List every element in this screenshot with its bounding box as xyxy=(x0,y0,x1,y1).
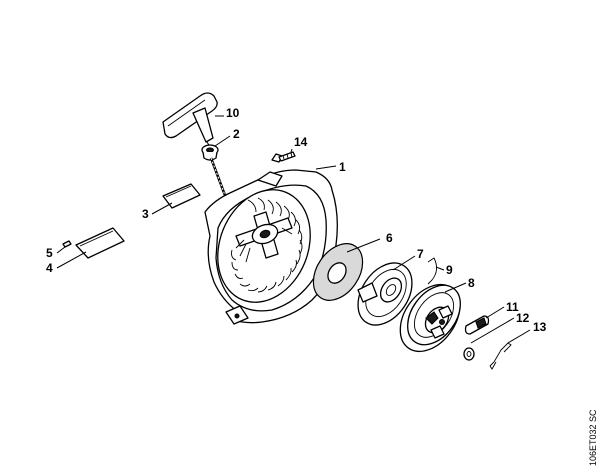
spring-clip-13 xyxy=(489,342,512,370)
spring-housing-7 xyxy=(357,262,413,326)
callout-3: 3 xyxy=(142,207,149,221)
callout-8: 8 xyxy=(468,276,475,290)
washer-12 xyxy=(463,347,475,361)
callout-14: 14 xyxy=(294,135,308,149)
fan-housing xyxy=(204,169,338,325)
callout-7: 7 xyxy=(417,247,424,261)
callout-1: 1 xyxy=(339,160,346,174)
callout-10: 10 xyxy=(226,106,240,120)
rope-guide-bush xyxy=(201,144,219,161)
screw-14 xyxy=(271,151,296,163)
plate-3 xyxy=(162,183,201,209)
rope-rotor-8 xyxy=(399,284,461,352)
callout-13: 13 xyxy=(533,320,547,334)
callout-2: 2 xyxy=(233,127,240,141)
cover-disc-6 xyxy=(312,243,364,301)
drawing-code: 106ET032 SC xyxy=(588,409,598,466)
callout-5: 5 xyxy=(46,246,53,260)
callout-11: 11 xyxy=(506,300,519,314)
callout-numbers: 10 2 14 1 3 5 4 6 7 9 8 11 12 13 xyxy=(46,106,547,334)
pawl-11 xyxy=(464,315,490,335)
pin-5 xyxy=(62,240,72,248)
leader-lines xyxy=(56,115,531,344)
starter-grip xyxy=(162,92,218,151)
callout-12: 12 xyxy=(516,311,530,325)
callout-9: 9 xyxy=(446,263,453,277)
rewind-spring-9 xyxy=(427,257,437,285)
callout-4: 4 xyxy=(46,261,53,275)
starter-rope xyxy=(209,157,228,199)
callout-6: 6 xyxy=(386,231,393,245)
